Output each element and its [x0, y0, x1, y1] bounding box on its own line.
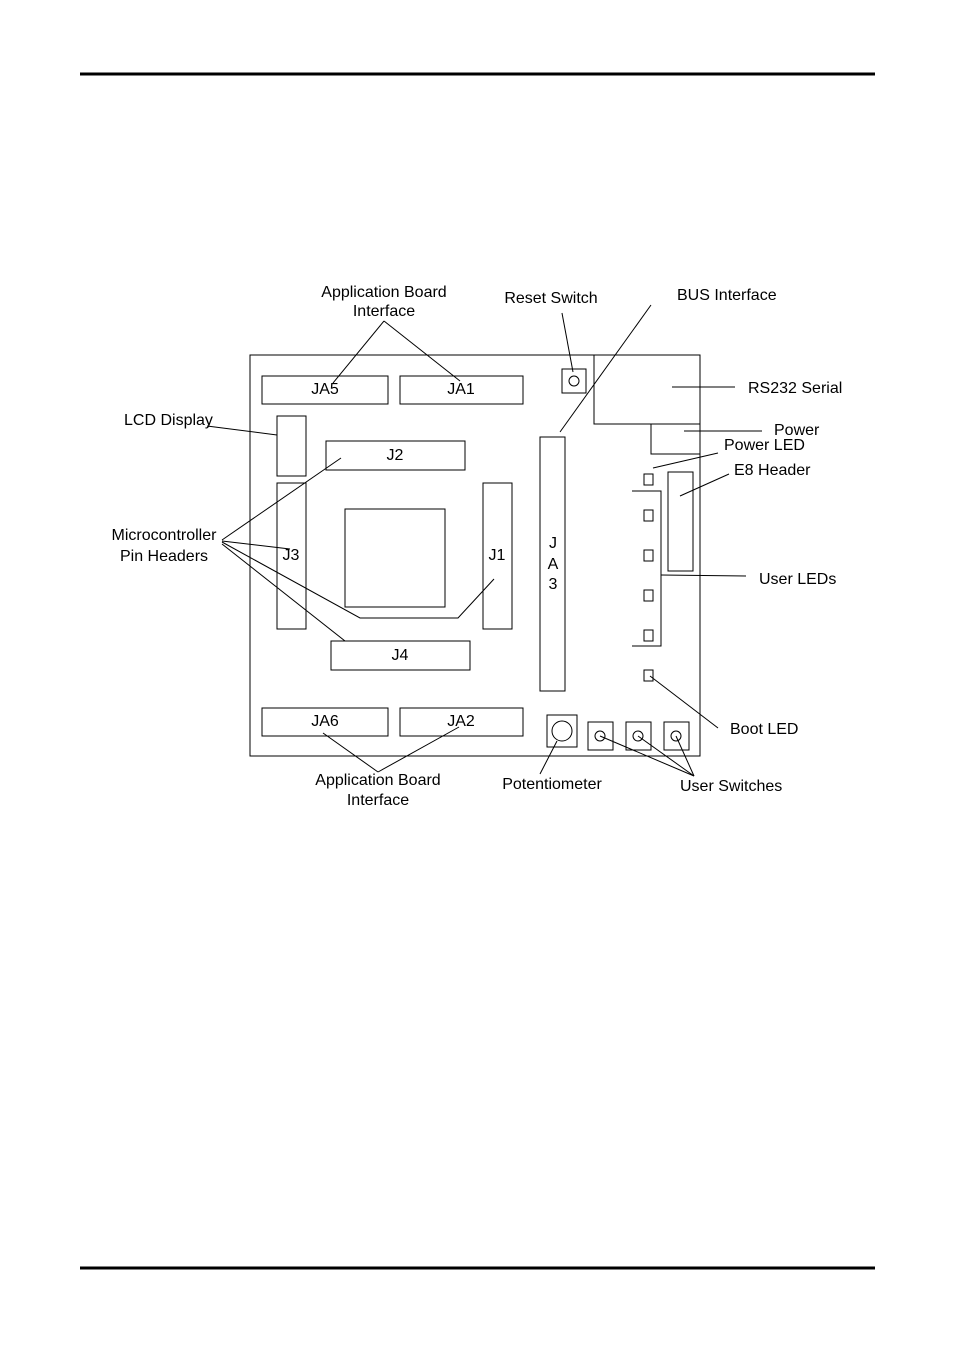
user-led-3	[644, 550, 653, 561]
board-outline	[250, 355, 700, 756]
connector-ja6: JA6	[262, 708, 388, 736]
leader-app-board-ja5	[333, 321, 384, 383]
callout-app-board-bottom-line2: Interface	[347, 792, 409, 809]
pin-header-j3-label: J3	[283, 547, 300, 564]
callout-app-board-top-line2: Interface	[353, 303, 415, 320]
leader-app-board-ja6	[323, 733, 378, 772]
callout-mcu-pin-headers-line2: Pin Headers	[120, 548, 208, 565]
reset-switch	[562, 369, 586, 393]
connector-ja6-label: JA6	[311, 713, 339, 730]
callout-rs232-serial: RS232 Serial	[748, 380, 842, 397]
leader-app-board-ja1	[384, 321, 460, 381]
user-led-5	[644, 630, 653, 641]
e8-header	[668, 472, 693, 571]
boot-led	[644, 670, 653, 681]
pin-header-j4: J4	[331, 641, 470, 670]
leader-e8-header	[680, 474, 729, 496]
connector-ja2: JA2	[400, 708, 523, 736]
pin-header-j2-label: J2	[387, 447, 404, 464]
leader-boot-led	[650, 676, 718, 728]
pin-header-j2: J2	[326, 441, 465, 470]
callout-reset-switch: Reset Switch	[504, 290, 597, 307]
leader-mcu-j2	[222, 458, 341, 540]
pin-header-j1-label: J1	[489, 547, 506, 564]
callout-user-leds: User LEDs	[759, 571, 836, 588]
connector-ja1: JA1	[400, 376, 523, 404]
bus-connector-ja3: J A 3	[540, 437, 565, 691]
user-led-2	[644, 510, 653, 521]
user-led-4	[644, 590, 653, 601]
leader-reset-switch	[562, 313, 573, 372]
connector-ja5: JA5	[262, 376, 388, 404]
leader-potentiometer	[540, 741, 557, 774]
leader-user-leds	[661, 575, 746, 576]
callout-user-switches: User Switches	[680, 778, 782, 795]
pin-header-j1: J1	[483, 483, 512, 629]
power-connector	[651, 424, 700, 454]
leader-power-led	[653, 453, 718, 468]
callout-potentiometer: Potentiometer	[502, 776, 602, 793]
connector-ja5-label: JA5	[311, 381, 339, 398]
pin-header-j4-label: J4	[392, 647, 409, 664]
callout-mcu-pin-headers-line1: Microcontroller	[112, 527, 218, 544]
ja3-letter-3: 3	[549, 576, 558, 593]
potentiometer	[547, 715, 577, 747]
connector-ja1-label: JA1	[447, 381, 475, 398]
lcd-display-connector	[277, 416, 306, 476]
microcontroller-chip	[345, 509, 445, 607]
user-led-1	[644, 474, 653, 485]
callout-e8-header: E8 Header	[734, 462, 811, 479]
ja3-letter-a: A	[548, 556, 559, 573]
leader-app-board-ja2	[378, 727, 459, 772]
callout-app-board-top-line1: Application Board	[321, 284, 446, 301]
rs232-serial-connector	[594, 355, 700, 424]
ja3-letter-j: J	[549, 535, 557, 552]
callout-boot-led: Boot LED	[730, 721, 798, 738]
callout-bus-interface: BUS Interface	[677, 287, 777, 304]
callout-lcd-display: LCD Display	[124, 412, 213, 429]
callout-app-board-bottom-line1: Application Board	[315, 772, 440, 789]
user-leds-bracket	[632, 491, 661, 646]
leader-lcd-display	[207, 426, 277, 435]
callout-power-led: Power LED	[724, 437, 805, 454]
connector-ja2-label: JA2	[447, 713, 475, 730]
